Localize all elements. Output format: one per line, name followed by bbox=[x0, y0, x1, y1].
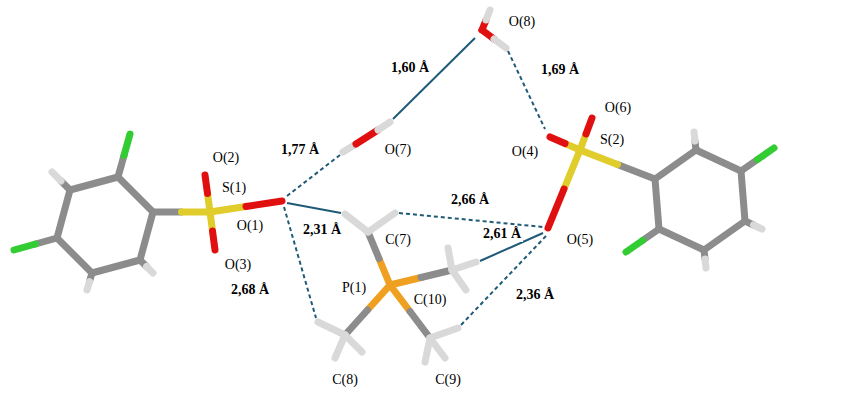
aryl-ring bbox=[57, 177, 153, 273]
distance-label: 2,36 Å bbox=[514, 287, 556, 303]
hydrogen-bond bbox=[461, 236, 546, 325]
distance-label: 2,66 Å bbox=[449, 192, 491, 208]
atom-label: O(5) bbox=[565, 232, 595, 248]
distance-label: 2,68 Å bbox=[229, 282, 271, 298]
aryl-ring bbox=[655, 150, 745, 250]
distance-label: 1,60 Å bbox=[389, 60, 431, 76]
hydrogen-bond bbox=[287, 155, 340, 196]
distance-label: 2,61 Å bbox=[481, 226, 523, 242]
distance-label: 1,69 Å bbox=[539, 62, 581, 78]
atom-label: P(1) bbox=[340, 280, 368, 296]
atom-label: O(2) bbox=[211, 150, 241, 166]
distance-label: 1,77 Å bbox=[279, 142, 321, 158]
atom-label: O(7) bbox=[383, 142, 413, 158]
atom-label: C(10) bbox=[412, 292, 449, 308]
atom-label: S(2) bbox=[598, 132, 626, 148]
distance-label: 2,31 Å bbox=[301, 222, 343, 238]
atom-label: O(3) bbox=[223, 257, 253, 273]
atom-label: S(1) bbox=[220, 180, 248, 196]
atom-label: O(6) bbox=[603, 100, 633, 116]
hydrogen-bonds bbox=[284, 38, 546, 325]
atom-label: C(8) bbox=[330, 372, 360, 388]
atom-label: C(9) bbox=[433, 372, 463, 388]
hydrogen-bond bbox=[287, 203, 341, 213]
atom-label: O(8) bbox=[507, 14, 537, 30]
atom-label: O(4) bbox=[510, 144, 540, 160]
atom-label: O(1) bbox=[235, 218, 265, 234]
hydrogen-bond bbox=[399, 213, 543, 227]
hydrogen-bond bbox=[393, 38, 475, 119]
atom-label: C(7) bbox=[383, 232, 413, 248]
